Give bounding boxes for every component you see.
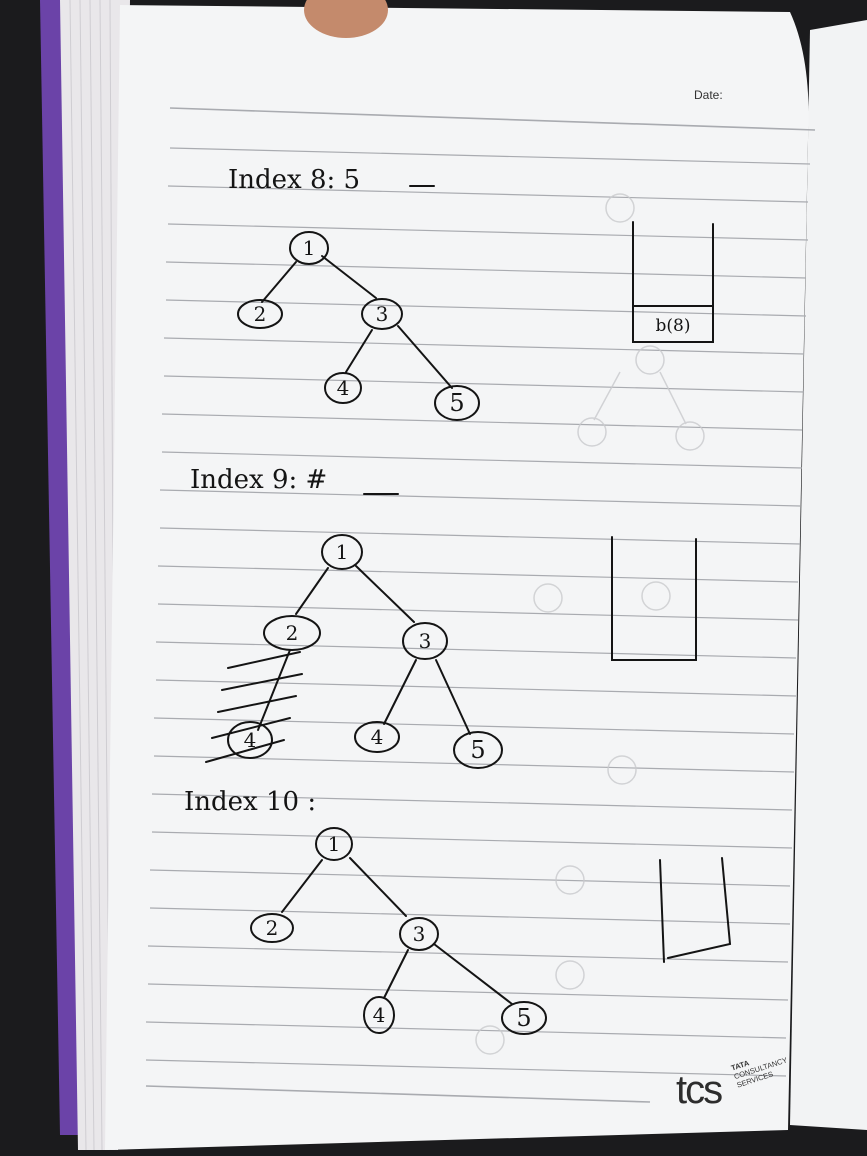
node-circle (227, 721, 273, 759)
section-2-heading: Index 9: # (190, 465, 327, 495)
tree-section-1 (237, 185, 714, 421)
stack-box (611, 536, 697, 661)
node-label: 5 (516, 1004, 531, 1032)
node-label-crossed: 4 (244, 728, 257, 752)
node-label: 1 (336, 540, 349, 564)
finger (304, 0, 388, 38)
node-label: 1 (303, 236, 316, 260)
node-circle (263, 615, 321, 651)
node-label: 3 (413, 922, 426, 946)
stack-box-right (667, 857, 732, 959)
node-circle (289, 231, 329, 265)
node-circle (250, 913, 294, 943)
node-label: 5 (470, 736, 485, 764)
section-3-node-labels: 1 2 3 4 5 (266, 832, 532, 1032)
stack-item: b(8) (656, 316, 691, 336)
scratch-line (221, 673, 303, 691)
brand-logo: tcs TATA CONSULTANCY SERVICES (676, 1055, 796, 1124)
node-circle (402, 622, 448, 660)
stack-box-left (659, 859, 665, 963)
node-circle (361, 298, 403, 330)
section-1-heading: Index 8: 5 (228, 165, 360, 195)
edge-3-5 (435, 659, 471, 735)
edge-1-3 (349, 857, 407, 917)
edge-3-5 (397, 325, 453, 389)
edge-3-4 (345, 329, 373, 373)
scratch-line (211, 717, 291, 739)
scratch-line (227, 651, 301, 669)
node-circle (363, 996, 395, 1034)
node-label: 3 (376, 302, 389, 326)
node-circle (237, 299, 283, 329)
edge-3-4 (383, 659, 417, 725)
node-circle (399, 917, 439, 951)
section-3-heading: Index 10 : (184, 787, 316, 817)
node-label: 4 (373, 1003, 386, 1027)
edge-1-3 (321, 255, 377, 299)
next-page (790, 20, 867, 1130)
node-circle (324, 372, 362, 404)
tree-section-3 (250, 827, 732, 1035)
node-label: 4 (371, 725, 384, 749)
brand-mark: tcs (676, 1068, 723, 1112)
node-label: 2 (254, 302, 267, 326)
section-2-node-labels: 1 2 3 4 5 4 (244, 540, 486, 764)
edge-1-2 (281, 859, 323, 913)
node-circle (501, 1001, 547, 1035)
node-label: 3 (419, 629, 432, 653)
date-label: Date: (694, 88, 723, 102)
node-label: 5 (449, 389, 464, 417)
node-label: 1 (328, 832, 341, 856)
edge-2-4 (257, 649, 291, 731)
node-circle (315, 827, 353, 861)
edge-1-3 (355, 565, 415, 623)
edge-3-4 (383, 949, 409, 999)
stack-box (632, 221, 714, 343)
scratch-line (217, 695, 297, 713)
node-circle (453, 731, 503, 769)
edge-3-5 (433, 943, 513, 1005)
section-1-node-labels: 1 2 3 4 5 (254, 236, 465, 417)
node-circle (321, 534, 363, 570)
node-circle (434, 385, 480, 421)
node-circle (354, 721, 400, 753)
node-label: 2 (286, 621, 299, 645)
tree-section-2 (205, 493, 697, 769)
edge-1-2 (295, 567, 329, 615)
bleed-through (475, 193, 705, 1055)
notebook-page (105, 5, 809, 1150)
ruled-lines (145, 107, 816, 1103)
node-label: 2 (266, 916, 279, 940)
node-label: 4 (337, 376, 350, 400)
scratch-line (205, 739, 285, 763)
edge-1-2 (261, 261, 297, 303)
